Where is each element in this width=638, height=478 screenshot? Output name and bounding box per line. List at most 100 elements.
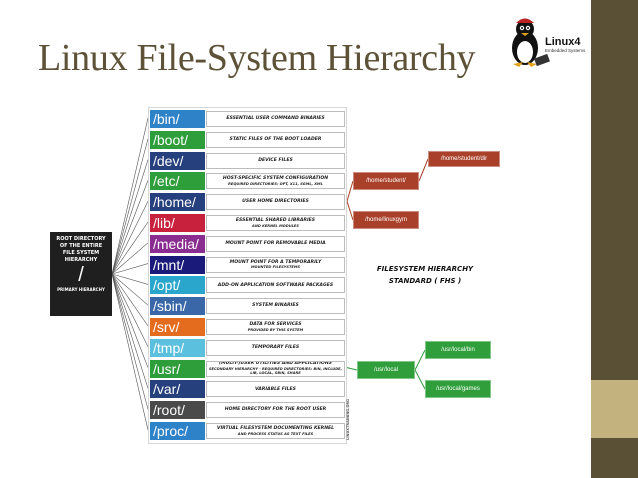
connector-line (111, 273, 149, 431)
slide-title: Linux File-System Hierarchy (38, 37, 476, 79)
directory-label: /root/ (150, 401, 205, 420)
connector-line (111, 273, 149, 306)
description-main: MOUNT POINT FOR REMOVABLE MEDIA (225, 241, 326, 247)
directory-label: /home/ (150, 193, 205, 212)
connector-line (111, 273, 149, 285)
description-main: ESSENTIAL USER COMMAND BINARIES (226, 116, 325, 122)
directory-label: /opt/ (150, 276, 205, 295)
directory-label: /srv/ (150, 318, 205, 336)
side-accent-bar-light (591, 380, 638, 438)
description-main: USER HOME DIRECTORIES (242, 199, 309, 205)
description-sub: REQUIRED DIRECTORIES: OPT, X11, SGML, XM… (228, 181, 323, 186)
fhs-row: /home/USER HOME DIRECTORIES (149, 193, 348, 212)
directory-label: /dev/ (150, 151, 205, 170)
directory-description: ESSENTIAL USER COMMAND BINARIES (206, 111, 345, 127)
fhs-row: /usr/(MULTI-)USER UTILITIES AND APPLICAT… (149, 359, 348, 378)
directory-description: USER HOME DIRECTORIES (206, 194, 345, 211)
directory-label: /mnt/ (150, 255, 205, 274)
usr-local-games-box: /usr/local/games (425, 380, 491, 398)
description-main: VIRTUAL FILESYSTEM DOCUMENTING KERNEL (216, 426, 335, 431)
directory-description: ADD-ON APPLICATION SOFTWARE PACKAGES (206, 277, 345, 294)
directory-label: /proc/ (150, 422, 205, 440)
fhs-row: /sbin/SYSTEM BINARIES (149, 297, 348, 316)
connector-line (346, 201, 354, 221)
connector-line (414, 369, 426, 390)
description-main: SYSTEM BINARIES (252, 303, 299, 309)
description-sub: MOUNTED FILESYSTEMS (250, 265, 301, 270)
description-main: DEVICE FILES (258, 157, 293, 163)
logo-brand: Linux4 (545, 36, 581, 48)
fhs-row: /bin/ESSENTIAL USER COMMAND BINARIES (149, 110, 348, 128)
description-sub: AND KERNEL MODULES (252, 223, 299, 228)
root-line-4: HIERARCHY (64, 257, 98, 263)
directory-description: TEMPORARY FILES (206, 339, 345, 356)
table-caption: LINUXTRAINING.ORG (346, 398, 350, 440)
connector-line (111, 273, 149, 327)
description-main: ESSENTIAL SHARED LIBRARIES (235, 218, 316, 223)
fhs-standard-title: FILESYSTEM HIERARCHY STANDARD ( FHS ) (366, 263, 484, 287)
standard-line-1: FILESYSTEM HIERARCHY (376, 265, 474, 273)
description-sub: AND PROCESS STATUS AS TEXT FILES (237, 431, 314, 436)
root-caption: PRIMARY HIERARCHY (57, 287, 105, 292)
root-line-2: OF THE ENTIRE (59, 243, 103, 249)
description-main: TEMPORARY FILES (251, 345, 300, 351)
fhs-row: /proc/VIRTUAL FILESYSTEM DOCUMENTING KER… (149, 422, 348, 440)
fhs-row: /opt/ADD-ON APPLICATION SOFTWARE PACKAGE… (149, 276, 348, 295)
connector-line (111, 263, 149, 275)
fhs-row: /dev/DEVICE FILES (149, 151, 348, 170)
directory-label: /var/ (150, 380, 205, 399)
connector-line (111, 138, 149, 275)
directory-description: STATIC FILES OF THE BOOT LOADER (206, 131, 345, 148)
description-main: VARIABLE FILES (255, 386, 296, 392)
directory-description: DEVICE FILES (206, 152, 345, 169)
description-main: MOUNT POINT FOR A TEMPORARILY (229, 259, 322, 265)
description-main: ADD-ON APPLICATION SOFTWARE PACKAGES (217, 282, 334, 288)
fhs-row: /root/HOME DIRECTORY FOR THE ROOT USER (149, 401, 348, 420)
connector-line (111, 221, 149, 275)
root-line-3: FILE SYSTEM (62, 250, 100, 256)
directory-label: /tmp/ (150, 338, 205, 357)
fhs-row: /var/VARIABLE FILES (149, 380, 348, 399)
connector-line (111, 117, 149, 275)
home-student-box: /home/student/ (353, 172, 419, 190)
description-main: STATIC FILES OF THE BOOT LOADER (229, 137, 322, 143)
directory-label: /usr/ (150, 359, 205, 378)
directory-description: SYSTEM BINARIES (206, 298, 345, 315)
description-sub: PROVIDED BY THIS SYSTEM (247, 327, 304, 332)
connector-line (111, 180, 149, 275)
description-main: HOME DIRECTORY FOR THE ROOT USER (224, 407, 327, 413)
fhs-directory-table: /bin/ESSENTIAL USER COMMAND BINARIES/boo… (148, 107, 347, 444)
linux4-logo: Linux4 Embedded Systems (505, 12, 590, 72)
directory-label: /bin/ (150, 110, 205, 128)
connector-line (111, 159, 149, 275)
standard-line-2: STANDARD ( FHS ) (388, 277, 462, 285)
side-accent-bar-dark (591, 0, 638, 380)
connector-line (346, 367, 358, 371)
connector-line (418, 158, 429, 182)
root-symbol: / (78, 264, 84, 286)
directory-label: /sbin/ (150, 297, 205, 316)
side-accent-bar-bottom (591, 438, 638, 478)
usr-local-bin-box: /usr/local/bin (425, 341, 491, 359)
fhs-row: /boot/STATIC FILES OF THE BOOT LOADER (149, 130, 348, 149)
usr-local-box: /usr/local (357, 361, 415, 379)
directory-description: MOUNT POINT FOR REMOVABLE MEDIA (206, 235, 345, 252)
home-student-dir-box: /home/student/dir (428, 151, 500, 167)
connector-line (111, 201, 149, 275)
connector-line (111, 273, 149, 347)
fhs-row: /tmp/TEMPORARY FILES (149, 338, 348, 357)
connector-line (111, 273, 149, 410)
connector-line (111, 273, 149, 389)
description-main: (MULTI-)USER UTILITIES AND APPLICATIONS (219, 361, 332, 367)
